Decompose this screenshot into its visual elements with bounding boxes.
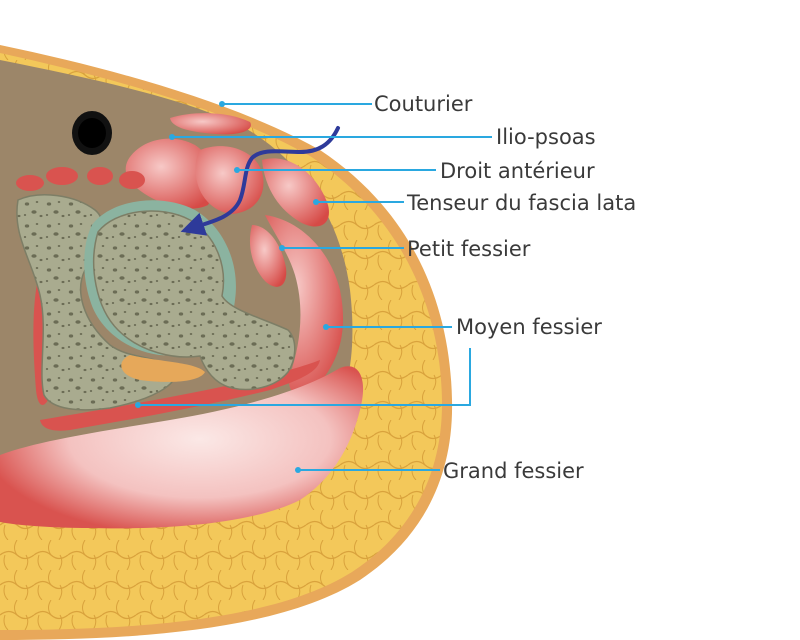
ilio-psoas-muscle [125,138,215,209]
label-couturier: Couturier [374,92,473,116]
label-moyen-fessier: Moyen fessier [456,315,602,339]
leader-lines [138,103,492,471]
approach-arrow [180,126,340,236]
tenseur-fascia-lata-muscle [262,158,329,227]
leader-moyen-fessier-branch [138,348,471,406]
moyen-fessier-muscle [265,215,344,394]
label-ilio-psoas: Ilio-psoas [496,125,596,149]
leader-dots [135,101,329,473]
petit-fessier-muscle [249,225,287,287]
droit-anterieur-muscle [195,146,264,214]
couturier-muscle [170,113,251,135]
grand-fessier-muscle [0,366,364,529]
posterior-muscle-strip [40,360,320,431]
capsule-tissue [121,355,205,382]
label-petit-fessier: Petit fessier [407,237,531,261]
label-grand-fessier: Grand fessier [443,459,584,483]
label-tenseur-fascia-lata: Tenseur du fascia lata [406,191,636,215]
label-droit-anterieur: Droit antérieur [440,159,595,183]
